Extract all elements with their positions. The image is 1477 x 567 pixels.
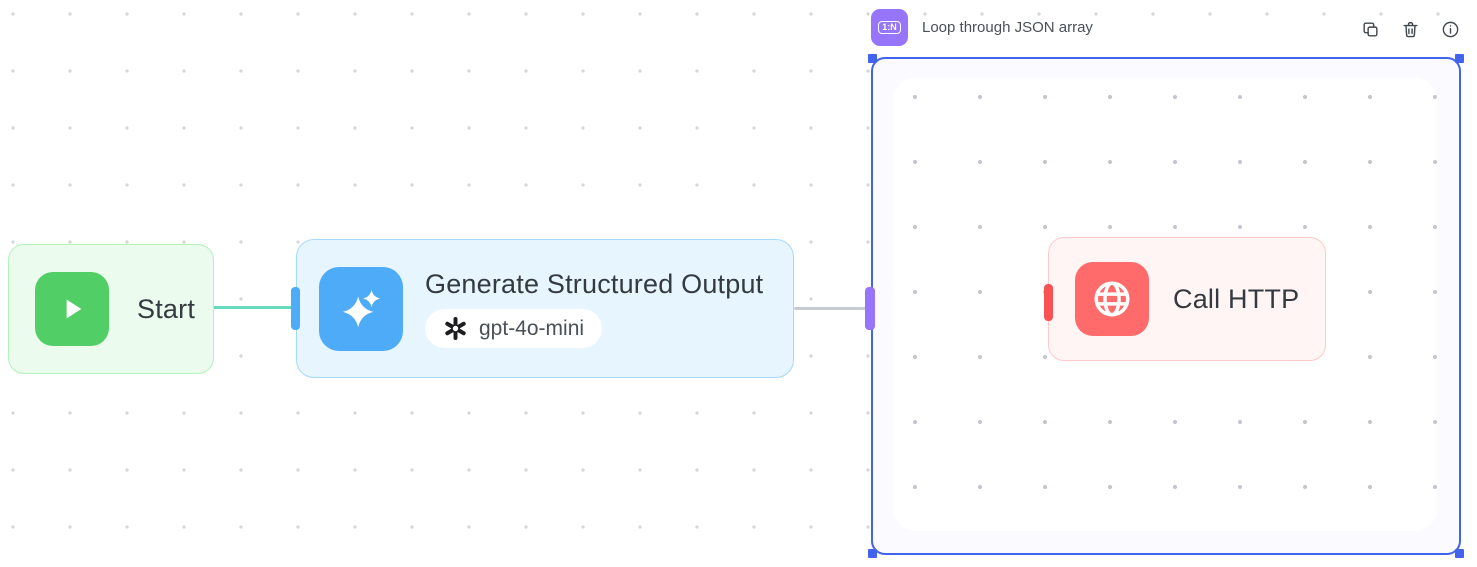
loop-group-container[interactable] [868,54,1464,558]
trash-icon [1402,21,1418,37]
loop-1n-badge-icon: 1:N [871,9,908,46]
sparkles-icon [319,266,403,351]
generate-structured-output-node[interactable]: Generate Structured Output gpt-4o-mini [296,239,794,378]
edge-generate-to-loop[interactable] [794,307,866,310]
info-icon [1442,21,1458,37]
loop-group-input-port[interactable] [865,287,875,330]
duplicate-button[interactable] [1354,13,1386,45]
selection-handle-bottom-left[interactable] [868,549,877,558]
model-badge-label: gpt-4o-mini [479,316,585,340]
start-node-label: Start [137,293,196,324]
model-badge[interactable]: gpt-4o-mini [425,309,603,348]
loop-group-title: Loop through JSON array [922,19,1093,36]
edge-start-to-generate[interactable] [212,306,292,309]
call-http-node[interactable]: Call HTTP [1048,237,1326,361]
loop-toolbar [1354,13,1466,45]
start-node[interactable]: Start [8,244,214,374]
selection-handle-top-left[interactable] [868,54,877,63]
generate-node-input-port[interactable] [291,287,300,330]
generate-node-body: Generate Structured Output gpt-4o-mini [425,269,763,348]
loop-badge-label: 1:N [878,20,901,35]
call-http-input-port[interactable] [1044,284,1053,321]
copy-icon [1362,21,1378,37]
call-http-node-label: Call HTTP [1173,283,1300,314]
info-button[interactable] [1434,13,1466,45]
openai-logo-icon [445,317,466,340]
generate-node-title: Generate Structured Output [425,269,764,299]
selection-handle-bottom-right[interactable] [1455,549,1464,558]
loop-group-header: 1:N Loop through JSON array [871,9,1093,46]
globe-icon [1075,262,1149,336]
delete-button[interactable] [1394,13,1426,45]
selection-handle-top-right[interactable] [1455,54,1464,63]
play-icon [35,272,109,346]
